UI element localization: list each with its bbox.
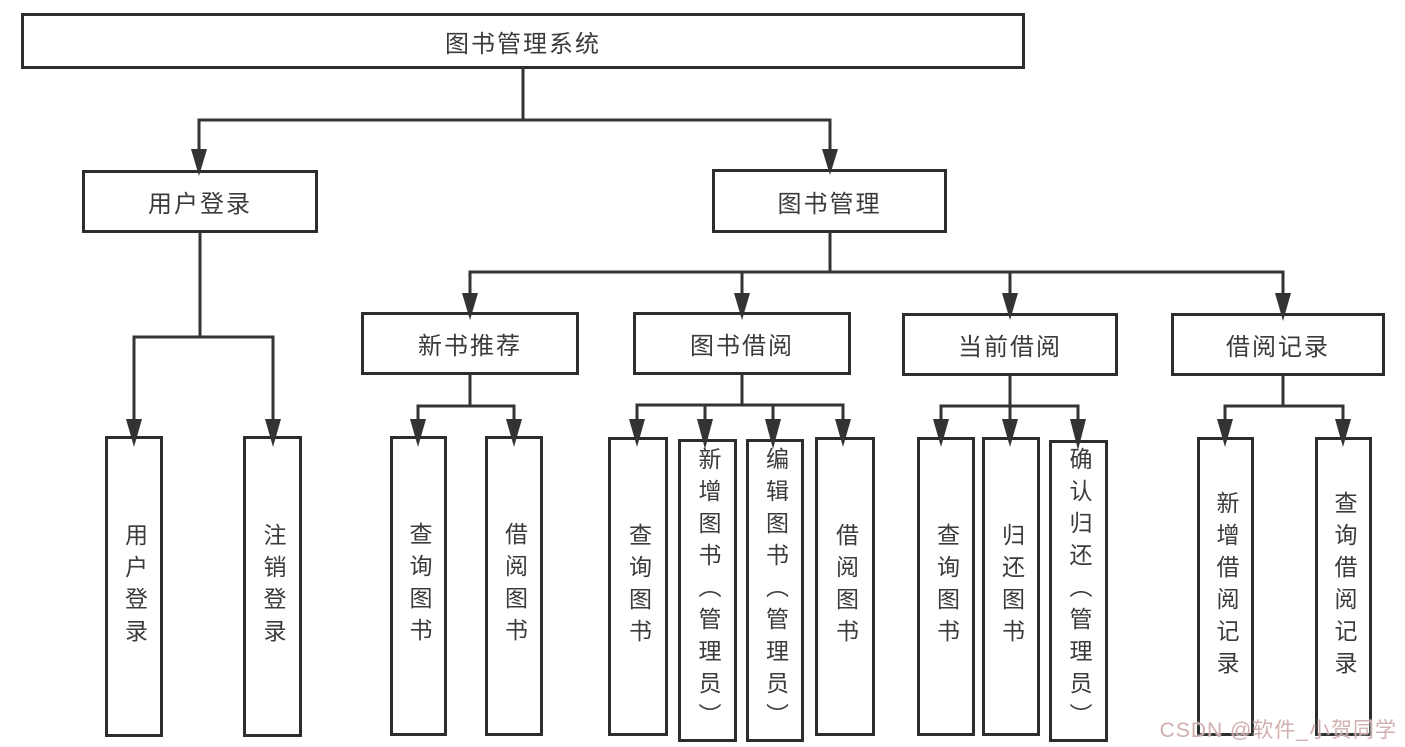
node-confirm-return-admin: 确认归还（管理员）: [1049, 440, 1108, 742]
watermark-text: CSDN @软件_小贺同学: [1159, 719, 1397, 742]
node-edit-books-admin: 编辑图书（管理员）: [746, 439, 804, 742]
node-borrow-books-leaf: 借阅图书: [815, 437, 875, 736]
node-add-borrow-record: 新增借阅记录: [1197, 437, 1254, 736]
node-borrow-books-recommend-label: 借阅图书: [501, 522, 528, 650]
node-user-login-leaf-label: 用户登录: [121, 522, 148, 651]
node-edit-books-admin-label: 编辑图书（管理员）: [762, 446, 789, 735]
node-return-books-label: 归还图书: [998, 522, 1025, 651]
node-add-books-admin-label: 新增图书（管理员）: [695, 446, 721, 735]
node-borrow-books-recommend: 借阅图书: [485, 436, 543, 736]
node-return-books: 归还图书: [982, 437, 1040, 736]
node-query-books-current-label: 查询图书: [933, 522, 960, 651]
node-user-login-label: 用户登录: [148, 191, 252, 218]
node-new-book-recommend: 新书推荐: [361, 312, 579, 375]
node-query-books-borrowing-label: 查询图书: [625, 522, 652, 651]
node-add-books-admin: 新增图书（管理员）: [678, 439, 737, 742]
node-borrowing-records: 借阅记录: [1171, 313, 1385, 376]
node-current-borrowing-label: 当前借阅: [958, 334, 1062, 361]
node-book-borrowing-label: 图书借阅: [690, 333, 794, 360]
node-current-borrowing: 当前借阅: [902, 313, 1118, 376]
node-book-management: 图书管理: [712, 169, 947, 233]
node-query-books-recommend: 查询图书: [390, 436, 447, 736]
node-query-books-recommend-label: 查询图书: [406, 522, 432, 650]
node-book-management-label: 图书管理: [777, 190, 882, 218]
node-borrow-books-leaf-label: 借阅图书: [832, 522, 859, 651]
node-library-management-system-label: 图书管理系统: [445, 30, 601, 58]
node-borrowing-records-label: 借阅记录: [1226, 334, 1330, 361]
node-logout-leaf: 注销登录: [243, 436, 302, 737]
node-new-book-recommend-label: 新书推荐: [418, 333, 522, 360]
node-user-login-leaf: 用户登录: [105, 436, 163, 737]
node-query-borrow-record-label: 查询借阅记录: [1331, 490, 1357, 683]
node-book-borrowing: 图书借阅: [633, 312, 851, 375]
node-logout-leaf-label: 注销登录: [260, 522, 286, 651]
node-query-books-borrowing: 查询图书: [608, 437, 668, 736]
node-query-books-current: 查询图书: [917, 437, 975, 736]
node-add-borrow-record-label: 新增借阅记录: [1213, 490, 1239, 683]
node-confirm-return-admin-label: 确认归还（管理员）: [1066, 447, 1092, 735]
node-user-login: 用户登录: [82, 170, 318, 233]
node-query-borrow-record: 查询借阅记录: [1315, 437, 1372, 736]
node-library-management-system: 图书管理系统: [21, 13, 1025, 69]
